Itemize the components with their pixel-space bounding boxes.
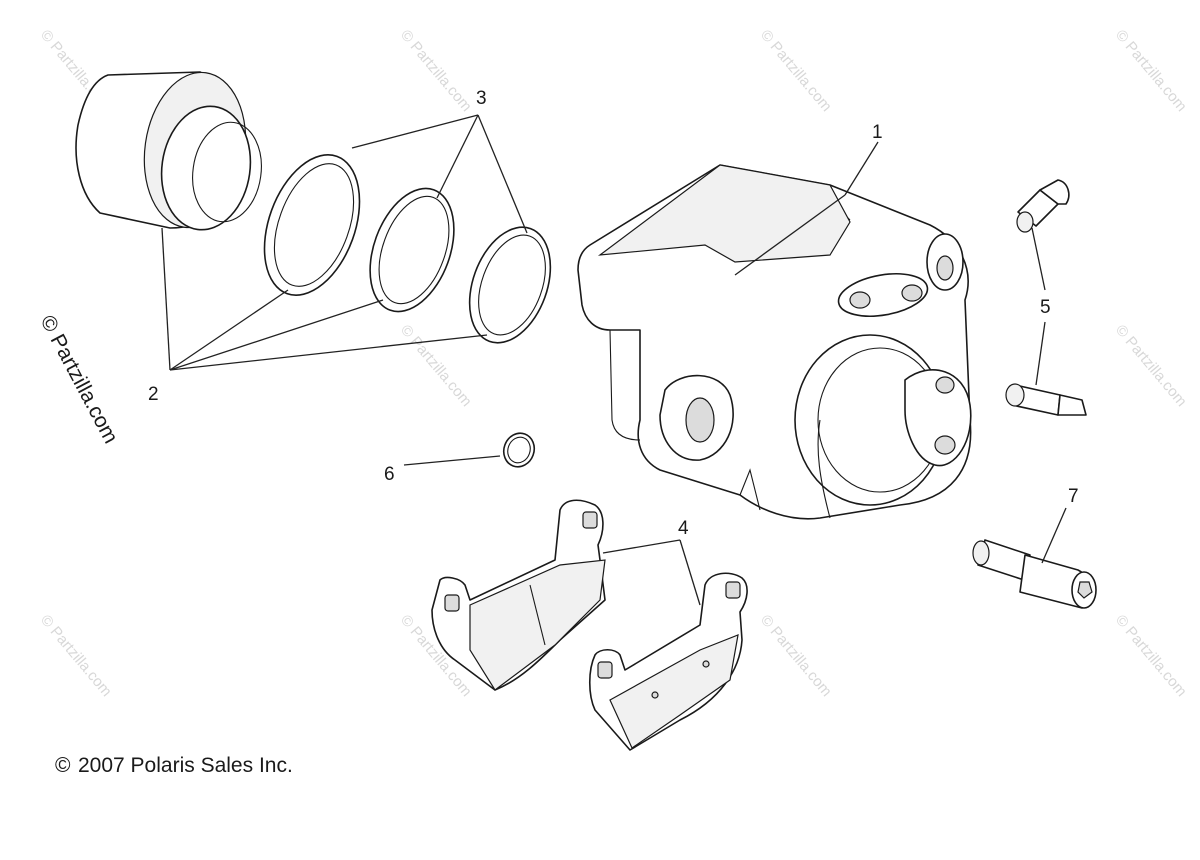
piston-part [75,71,262,231]
watermark: © Partzilla.com [757,612,835,700]
callout-3: 3 [476,88,487,109]
brake-pad-front [431,499,606,691]
callouts: 1 2 3 4 5 6 7 [148,88,1079,539]
watermark: © Partzilla.com [1112,612,1190,700]
watermark: © Partzilla.com [757,27,835,115]
brake-pad-rear [588,572,748,751]
watermark: © Partzilla.com [1112,322,1190,410]
watermark: © Partzilla.com [397,322,475,410]
copyright-text: 2007 Polaris Sales Inc. [78,754,293,777]
piston-seal-small [468,226,552,344]
guide-pin-lower [1005,383,1087,416]
o-ring [502,432,536,468]
caliper-body [577,164,972,520]
callout-4: 4 [678,518,689,539]
copyright-line: © 2007 Polaris Sales Inc. [55,754,293,777]
piston-seal-medium [369,187,455,313]
callout-5: 5 [1040,297,1051,318]
callout-7: 7 [1068,486,1079,507]
caliper-bolt [972,539,1097,609]
callout-6: 6 [384,464,395,485]
callout-2: 2 [148,384,159,405]
copyright-symbol: © [55,754,71,777]
watermark: © Partzilla.com [1112,27,1190,115]
piston-seal-large [263,154,361,296]
side-watermark: © Partzilla.com [36,312,123,448]
watermark: © Partzilla.com [37,612,115,700]
guide-pin-upper [1016,179,1070,233]
watermark: © Partzilla.com [397,27,475,115]
callout-1: 1 [872,122,883,143]
leader-lines [161,114,1067,606]
